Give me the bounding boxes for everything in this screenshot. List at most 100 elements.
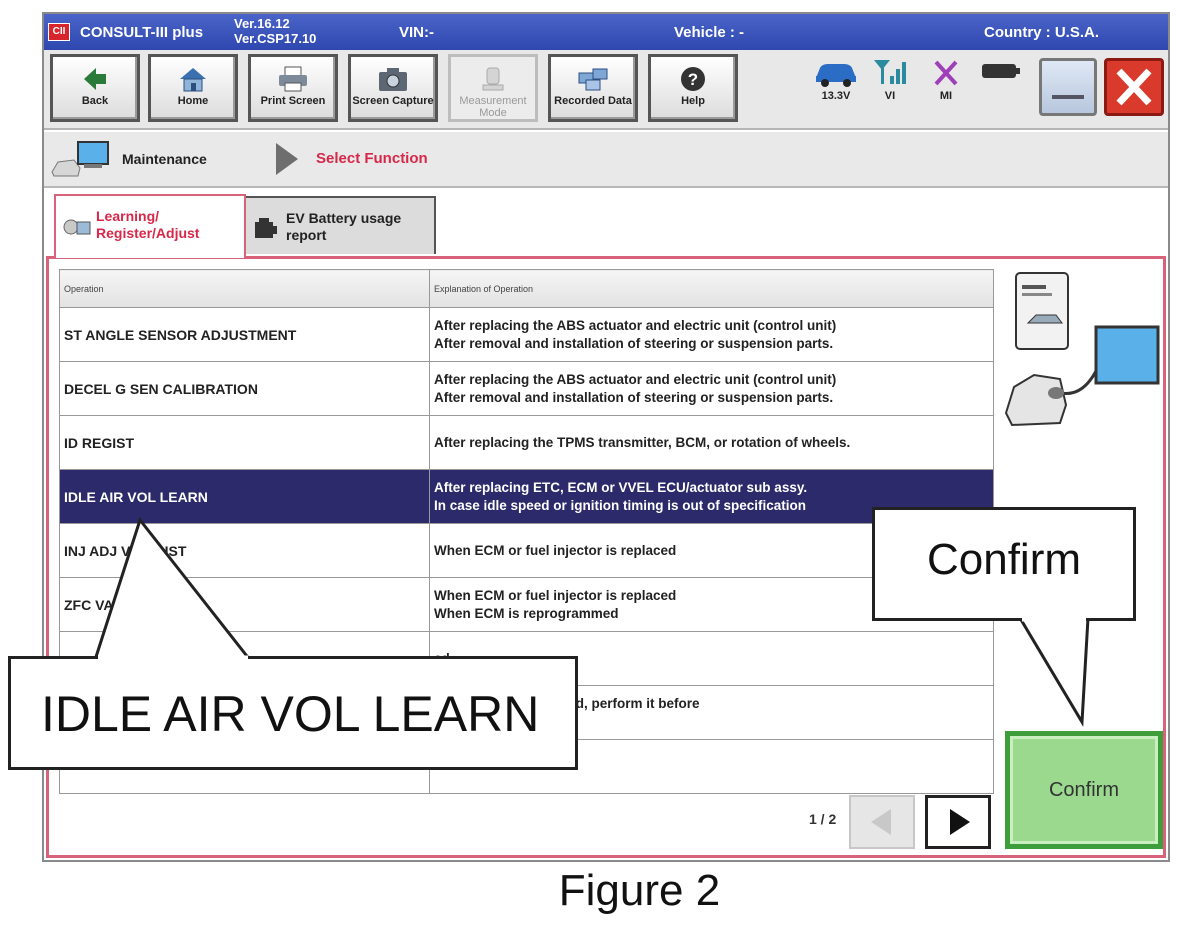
app-logo-icon: CII <box>48 23 70 41</box>
recorded-data-button[interactable]: Recorded Data <box>548 54 638 122</box>
explanation-cell[interactable]: After replacing the ABS actuator and ele… <box>429 361 994 416</box>
maintenance-icon <box>51 141 109 177</box>
operation-cell[interactable]: IDLE AIR VOL LEARN <box>59 469 430 524</box>
explanation-line-2: After removal and installation of steeri… <box>434 389 834 405</box>
help-label: Help <box>681 95 705 107</box>
operation-cell[interactable]: DECEL G SEN CALIBRATION <box>59 361 430 416</box>
technician-car-illustration-icon <box>1004 272 1160 427</box>
home-button[interactable]: Home <box>148 54 238 122</box>
title-bar: CII CONSULT-III plus Ver.16.12 Ver.CSP17… <box>44 14 1168 50</box>
mi-status: MI <box>918 56 974 102</box>
tab-learning-label: Learning/ Register/Adjust <box>96 208 199 242</box>
version-line-1: Ver.16.12 <box>234 16 290 31</box>
measurement-icon <box>482 67 504 91</box>
device-status <box>972 56 1028 90</box>
recorded-data-icon <box>578 68 608 91</box>
tab-learning-label-line-2: Register/Adjust <box>96 225 200 241</box>
svg-text:?: ? <box>688 70 698 89</box>
tab-learning-register-adjust[interactable]: Learning/ Register/Adjust <box>54 194 246 258</box>
explanation-cell[interactable]: After replacing the ABS actuator and ele… <box>429 307 994 362</box>
tab-ev-battery-label-line-1: EV Battery usage <box>286 210 402 226</box>
breadcrumb: Maintenance Select Function <box>44 132 1168 188</box>
explanation-cell[interactable]: After replacing the TPMS transmitter, BC… <box>429 415 994 470</box>
vi-label: VI <box>884 90 896 102</box>
car-icon <box>816 64 856 87</box>
help-icon: ? <box>681 67 705 91</box>
explanation-line-2: When ECM is reprogrammed <box>434 605 619 621</box>
figure-caption: Figure 2 <box>558 866 721 915</box>
close-button[interactable] <box>1104 58 1164 116</box>
back-arrow-icon <box>84 68 106 90</box>
recorded-data-label: Recorded Data <box>554 95 632 107</box>
home-label: Home <box>177 95 209 107</box>
battery-status: 13.3V <box>808 56 864 102</box>
vi-status: VI <box>862 56 918 102</box>
explanation-line-1: After replacing the TPMS transmitter, BC… <box>434 434 851 450</box>
version-info: Ver.16.12 Ver.CSP17.10 <box>234 16 316 46</box>
device-icon <box>982 64 1020 78</box>
chevron-right-icon <box>950 809 970 835</box>
battery-voltage: 13.3V <box>821 90 851 102</box>
measurement-mode-button[interactable]: Measurement Mode <box>448 54 538 122</box>
app-title: CONSULT-III plus <box>80 24 204 41</box>
table-header-row: Operation Explanation of Operation <box>59 269 994 308</box>
tab-learning-label-line-1: Learning/ <box>96 208 160 224</box>
mi-label: MI <box>939 90 953 102</box>
explanation-line-1: After replacing the ABS actuator and ele… <box>434 371 837 387</box>
breadcrumb-maintenance[interactable]: Maintenance <box>122 151 207 167</box>
operation-cell[interactable]: ID REGIST <box>59 415 430 470</box>
toolbar: Back Home Print Screen Screen Capture Me… <box>44 50 1168 130</box>
version-line-2: Ver.CSP17.10 <box>234 31 317 46</box>
operation-cell[interactable]: ST ANGLE SENSOR ADJUSTMENT <box>59 307 430 362</box>
column-header-explanation[interactable]: Explanation of Operation <box>429 269 994 308</box>
measurement-mode-label: Measurement Mode <box>459 95 527 119</box>
minimize-icon <box>1052 95 1084 99</box>
screen-capture-label: Screen Capture <box>352 95 434 107</box>
back-label: Back <box>81 95 109 107</box>
confirm-callout: Confirm <box>872 507 1136 621</box>
column-header-operation[interactable]: Operation <box>59 269 430 308</box>
explanation-line-2: In case idle speed or ignition timing is… <box>434 497 807 513</box>
disconnected-x-icon <box>934 60 958 86</box>
chevron-left-icon <box>871 809 891 835</box>
previous-page-button[interactable] <box>849 795 915 849</box>
tab-ev-battery-label: EV Battery usage report <box>286 210 401 244</box>
breadcrumb-arrow-icon <box>276 143 298 175</box>
printer-icon <box>279 66 307 92</box>
explanation-line-1: When ECM or fuel injector is replaced <box>434 542 677 558</box>
page-indicator: 1 / 2 <box>809 811 837 827</box>
confirm-button[interactable]: Confirm <box>1005 731 1163 849</box>
explanation-line-1: When ECM or fuel injector is replaced <box>434 587 677 603</box>
print-screen-label: Print Screen <box>260 95 326 107</box>
explanation-line-1: After replacing the ABS actuator and ele… <box>434 317 837 333</box>
next-page-button[interactable] <box>925 795 991 849</box>
explanation-line-2: After removal and installation of steeri… <box>434 335 834 351</box>
signal-icon <box>874 60 906 84</box>
learning-icon <box>63 219 91 235</box>
help-button[interactable]: ? Help <box>648 54 738 122</box>
breadcrumb-current: Select Function <box>316 150 428 167</box>
country-label: Country : U.S.A. <box>984 24 1099 41</box>
operation-cell[interactable]: ZFC VA <box>59 577 430 632</box>
home-icon <box>180 68 206 92</box>
vin-label: VIN:- <box>399 24 434 41</box>
idle-air-vol-learn-callout: IDLE AIR VOL LEARN <box>8 656 578 770</box>
close-icon <box>1116 68 1152 106</box>
screen-capture-button[interactable]: Screen Capture <box>348 54 438 122</box>
vehicle-label: Vehicle : - <box>674 24 745 41</box>
tab-ev-battery-usage-report[interactable]: EV Battery usage report <box>244 196 436 254</box>
back-button[interactable]: Back <box>50 54 140 122</box>
battery-report-icon <box>255 218 277 238</box>
tab-ev-battery-label-line-2: report <box>286 227 327 243</box>
print-screen-button[interactable]: Print Screen <box>248 54 338 122</box>
operation-cell[interactable]: INJ ADJ V REGIST <box>59 523 430 578</box>
camera-icon <box>379 68 407 91</box>
minimize-button[interactable] <box>1039 58 1097 116</box>
